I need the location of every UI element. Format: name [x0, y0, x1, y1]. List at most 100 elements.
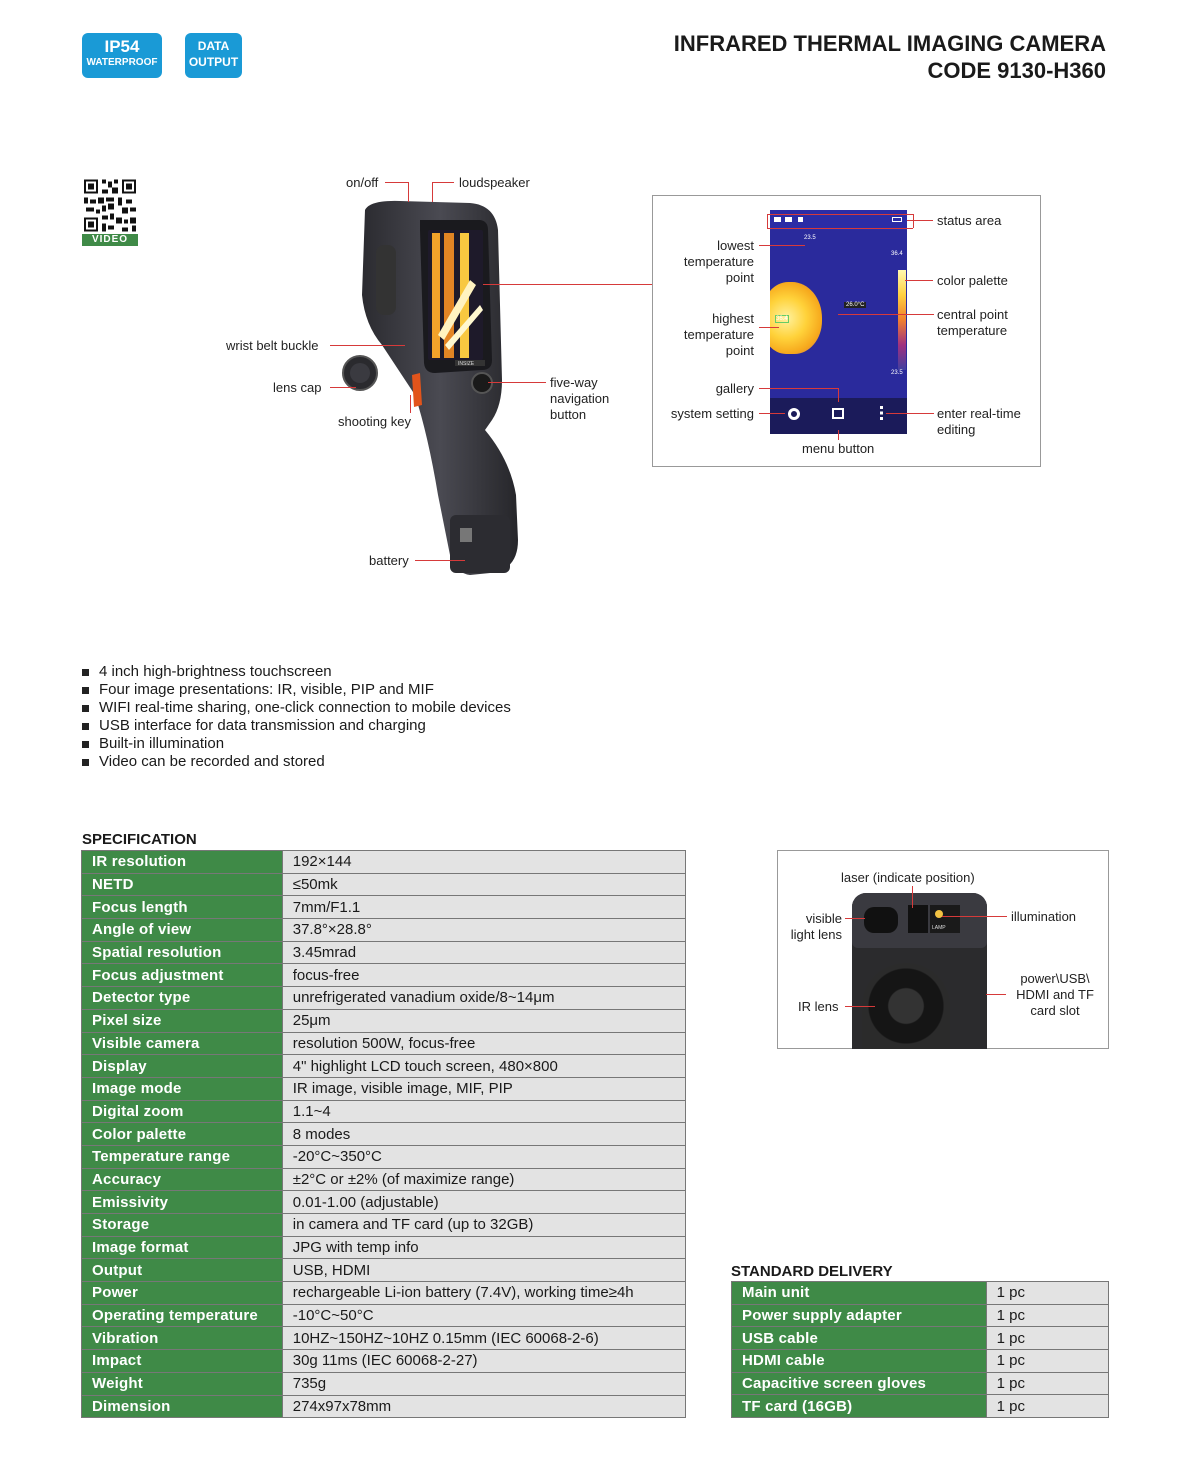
brand-text: INSIZE	[458, 361, 475, 367]
screen-status-bar	[770, 210, 907, 230]
standard-delivery-title: STANDARD DELIVERY	[731, 1263, 893, 1280]
row-value: resolution 500W, focus-free	[281, 1031, 687, 1056]
gallery-icon[interactable]	[832, 408, 844, 419]
row-label: Impact	[81, 1349, 283, 1373]
row-label: HDMI cable	[731, 1349, 987, 1373]
row-value: ±2°C or ±2% (of maximize range)	[281, 1167, 687, 1192]
row-value: ≤50mk	[281, 872, 687, 897]
illumination-led	[935, 910, 943, 918]
row-label: Focus length	[81, 895, 283, 920]
row-value: -20°C~350°C	[281, 1144, 687, 1169]
row-value: 10HZ~150HZ~10HZ 0.15mm (IEC 60068-2-6)	[281, 1326, 687, 1351]
row-value: focus-free	[281, 963, 687, 988]
table-row: Temperature range-20°C~350°C	[81, 1144, 687, 1169]
row-label: Dimension	[81, 1394, 283, 1419]
callout-loudspeaker: loudspeaker	[459, 175, 530, 190]
row-label: Image format	[81, 1235, 283, 1260]
callout-illumination: illumination	[1011, 909, 1077, 924]
row-label: Angle of view	[81, 918, 283, 942]
row-label: Image mode	[81, 1076, 283, 1101]
callout-lowest-temperature: lowest temperature point	[683, 238, 754, 285]
callout-five-way-button: five-way navigation button	[550, 375, 610, 422]
callout-lens-cap: lens cap	[273, 380, 322, 395]
row-label: Storage	[81, 1213, 283, 1237]
more-options-icon[interactable]	[880, 406, 883, 420]
row-label: NETD	[81, 872, 283, 897]
row-label: Power	[81, 1281, 283, 1305]
qr-code-icon[interactable]	[82, 177, 138, 234]
row-value: -10°C~50°C	[281, 1303, 687, 1328]
callout-laser: laser (indicate position)	[841, 870, 975, 885]
screen-menu-bar	[770, 398, 907, 434]
row-value: 1 pc	[985, 1326, 1110, 1351]
high-readout: 36.4	[775, 315, 789, 323]
feature-item: Four image presentations: IR, visible, P…	[82, 681, 511, 699]
row-value: 1.1~4	[281, 1099, 687, 1124]
row-value: 192×144	[281, 850, 687, 874]
row-label: Color palette	[81, 1122, 283, 1146]
feature-list: 4 inch high-brightness touchscreen Four …	[82, 663, 511, 771]
callout-gallery: gallery	[715, 381, 754, 396]
row-value: 4" highlight LCD touch screen, 480×800	[281, 1054, 687, 1078]
settings-icon[interactable]	[788, 408, 800, 420]
callout-ir-lens: IR lens	[798, 999, 839, 1014]
camera-product-image: INSIZE	[342, 200, 518, 575]
feature-item: Video can be recorded and stored	[82, 753, 511, 771]
data-output-badge: DATA OUTPUT	[185, 33, 242, 78]
callout-ports: power\USB\ HDMI and TF card slot	[1016, 971, 1094, 1018]
waterproof-text: WATERPROOF	[86, 56, 158, 68]
palette-top-readout: 36.4	[891, 251, 903, 257]
callout-wrist-belt-buckle: wrist belt buckle	[226, 338, 319, 353]
row-label: Display	[81, 1054, 283, 1078]
lamp-text: LAMP	[932, 925, 946, 931]
row-value: in camera and TF card (up to 32GB)	[281, 1213, 687, 1237]
row-label: USB cable	[731, 1326, 987, 1351]
row-label: Emissivity	[81, 1190, 283, 1214]
battery-icon	[892, 217, 902, 222]
row-label: Operating temperature	[81, 1303, 283, 1328]
ip54-badge: IP54 WATERPROOF	[82, 33, 162, 78]
row-value: 274x97x78mm	[281, 1394, 687, 1419]
table-row: TF card (16GB)1 pc	[731, 1394, 1110, 1419]
row-label: Output	[81, 1258, 283, 1283]
row-label: TF card (16GB)	[731, 1394, 987, 1419]
ir-lens	[862, 963, 950, 1049]
table-row: NETD≤50mk	[81, 872, 687, 897]
visible-lens	[864, 907, 898, 933]
callout-central-point: central point temperature	[937, 307, 1008, 338]
data-text: DATA	[197, 39, 230, 53]
callout-shooting-key: shooting key	[338, 414, 411, 429]
center-readout: 26.0°C	[844, 302, 867, 308]
row-value: 735g	[281, 1371, 687, 1396]
row-value: USB, HDMI	[281, 1258, 687, 1283]
ip54-text: IP54	[104, 37, 140, 56]
wifi-icon	[785, 217, 792, 222]
video-label: VIDEO	[82, 234, 138, 246]
row-value: 3.45mrad	[281, 940, 687, 965]
laser-window	[908, 905, 928, 933]
specification-title: SPECIFICATION	[82, 831, 197, 848]
row-value: JPG with temp info	[281, 1235, 687, 1260]
callout-highest-temperature: highest temperature point	[683, 311, 754, 358]
row-value: 1 pc	[985, 1371, 1110, 1396]
row-label: Capacitive screen gloves	[731, 1371, 987, 1396]
row-label: Pixel size	[81, 1008, 283, 1033]
row-label: Power supply adapter	[731, 1303, 987, 1328]
